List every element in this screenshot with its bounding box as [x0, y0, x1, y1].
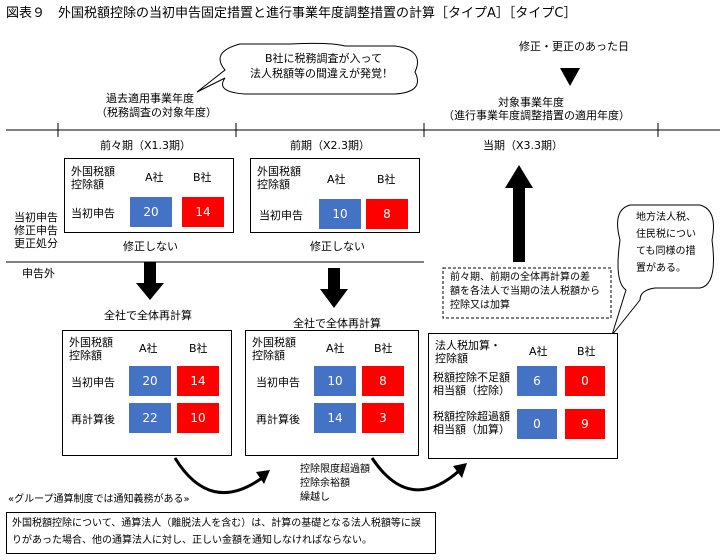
recalc-label-1: 全社で全体再計算: [104, 309, 192, 322]
bottom-note-box: 外国税額控除について、通算法人（離脱法人を含む）は、計算の基礎となる法人税額等に…: [6, 512, 436, 554]
callout-right-shape: [611, 204, 714, 336]
period-x1: 前々期（X1.3期）: [100, 139, 192, 152]
box3-row1-label: 当初申告: [71, 376, 115, 389]
box1-header-2: 控除額: [71, 178, 104, 191]
dashed-note-line2: 額を各法人で当期の法人税額から: [450, 286, 600, 297]
box4-row2-b: 3: [362, 403, 404, 433]
box4-header-2: 控除額: [252, 349, 285, 362]
box3-header-2: 控除額: [69, 349, 102, 362]
callout-top-line2: 法人税額等の間違えが発覚！: [250, 67, 393, 80]
down-arrow-2: [320, 289, 348, 308]
correction-date-label: 修正・更正のあった日: [519, 40, 629, 53]
box4-row2-a: 14: [314, 403, 356, 433]
box5-col-a: A社: [529, 345, 548, 358]
callout-right-line4: 置がある。: [636, 263, 686, 274]
curve-arrow-2: [370, 457, 462, 492]
label-correction: 更正処分: [14, 237, 58, 250]
page-title: 図表９ 外国税額控除の当初申告固定措置と進行事業年度調整措置の計算［タイプA］［…: [6, 6, 577, 21]
box1-col-b: B社: [193, 171, 212, 184]
box2-header-1: 外国税額: [257, 165, 301, 178]
target-year-sublabel: （進行事業年度調整措置の適用年度）: [443, 109, 630, 122]
box3-row2-label: 再計算後: [71, 413, 115, 426]
box2-row-label: 当初申告: [259, 209, 303, 222]
callout-right-line3: ても同様の措: [636, 246, 696, 257]
box3-col-a: A社: [139, 342, 158, 355]
past-year-sublabel: （税務調査の対象年度）: [96, 106, 217, 119]
box-x2-initial: 外国税額 控除額 A社 B社 当初申告 10 8: [250, 158, 420, 233]
box4-row1-b: 8: [362, 366, 404, 396]
box1-a-value: 20: [130, 197, 172, 227]
box5-row2-a: 0: [517, 409, 557, 439]
correction-date-marker: [560, 68, 580, 86]
box5-row1-label-2: 相当額（控除）: [433, 384, 510, 397]
callout-right-line2: 住民税につい: [636, 229, 696, 240]
box2-a-value: 10: [319, 199, 361, 229]
box3-row2-b: 10: [177, 403, 219, 433]
box3-row1-a: 20: [129, 366, 171, 396]
box5-header-1: 法人税加算・: [435, 339, 501, 352]
label-outside-filing: 申告外: [22, 267, 55, 280]
box4-row1-label: 当初申告: [256, 376, 300, 389]
box1-header-1: 外国税額: [71, 165, 115, 178]
box-x1-initial: 外国税額 控除額 A社 B社 当初申告 20 14: [64, 158, 234, 233]
label-amended-filing: 修正申告: [14, 224, 58, 237]
callout-right-line1: 地方法人税、: [636, 212, 696, 223]
box3-col-b: B社: [189, 342, 208, 355]
box4-col-a: A社: [326, 342, 345, 355]
box1-b-value: 14: [182, 197, 224, 227]
no-correction-1: 修正しない: [123, 240, 178, 253]
box5-row2-label-2: 相当額（加算）: [433, 423, 510, 436]
carry-label-3: 繰越し: [300, 492, 330, 503]
box2-b-value: 8: [366, 199, 408, 229]
box5-row2-label-1: 税額控除超過額: [433, 410, 510, 423]
dashed-note-box: [442, 267, 612, 319]
curve-arrow-1: [173, 457, 263, 494]
carry-label-1: 控除限度超過額: [300, 464, 370, 475]
past-year-label: 過去適用事業年度: [106, 92, 194, 105]
box4-row1-a: 10: [314, 366, 356, 396]
box1-row-label: 当初申告: [71, 207, 115, 220]
box5-row1-label-1: 税額控除不足額: [433, 371, 510, 384]
period-x2: 前期（X2.3期）: [290, 139, 371, 152]
period-x3: 当期（X3.3期）: [483, 139, 564, 152]
box2-col-a: A社: [327, 173, 346, 186]
box5-row2-b: 9: [565, 409, 605, 439]
group-note: «グループ通算制度では通知義務がある»: [8, 494, 190, 505]
carry-label-2: 控除余裕額: [300, 478, 350, 489]
dashed-note-line1: 前々期、前期の全体再計算の差: [450, 272, 590, 283]
box1-col-a: A社: [145, 171, 164, 184]
box2-col-b: B社: [377, 173, 396, 186]
dashed-note-line3: 控除又は加算: [450, 300, 510, 311]
box3-row1-b: 14: [177, 366, 219, 396]
down-arrow-1: [136, 283, 164, 300]
label-initial-filing: 当初申告: [14, 211, 58, 224]
box-x3-adjustment: 法人税加算・ 控除額 A社 B社 税額控除不足額 相当額（控除） 6 0 税額控…: [428, 333, 618, 459]
bottom-note-line2: りがあった場合、他の通算法人に対し、正しい金額を通知しなければならない。: [12, 535, 372, 546]
box4-col-b: B社: [374, 342, 393, 355]
box5-row1-a: 6: [517, 366, 557, 396]
box5-header-2: 控除額: [435, 352, 468, 365]
box5-col-b: B社: [577, 345, 596, 358]
box-x1-recalc: 外国税額 控除額 A社 B社 当初申告 20 14 再計算後 22 10: [62, 330, 232, 456]
target-year-label: 対象事業年度: [498, 96, 564, 109]
box2-header-2: 控除額: [257, 178, 290, 191]
box4-row2-label: 再計算後: [256, 413, 300, 426]
box3-row2-a: 22: [129, 403, 171, 433]
no-correction-2: 修正しない: [310, 240, 365, 253]
bottom-note-line1: 外国税額控除について、通算法人（離脱法人を含む）は、計算の基礎となる法人税額等に…: [12, 518, 421, 529]
recalc-label-2: 全社で全体再計算: [293, 317, 381, 330]
box3-header-1: 外国税額: [69, 336, 113, 349]
box-x2-recalc: 外国税額 控除額 A社 B社 当初申告 10 8 再計算後 14 3: [245, 330, 419, 456]
box5-row1-b: 0: [565, 366, 605, 396]
box4-header-1: 外国税額: [252, 336, 296, 349]
callout-top-line1: B社に税務調査が入って: [265, 52, 382, 65]
callout-top-shape: [196, 42, 418, 95]
